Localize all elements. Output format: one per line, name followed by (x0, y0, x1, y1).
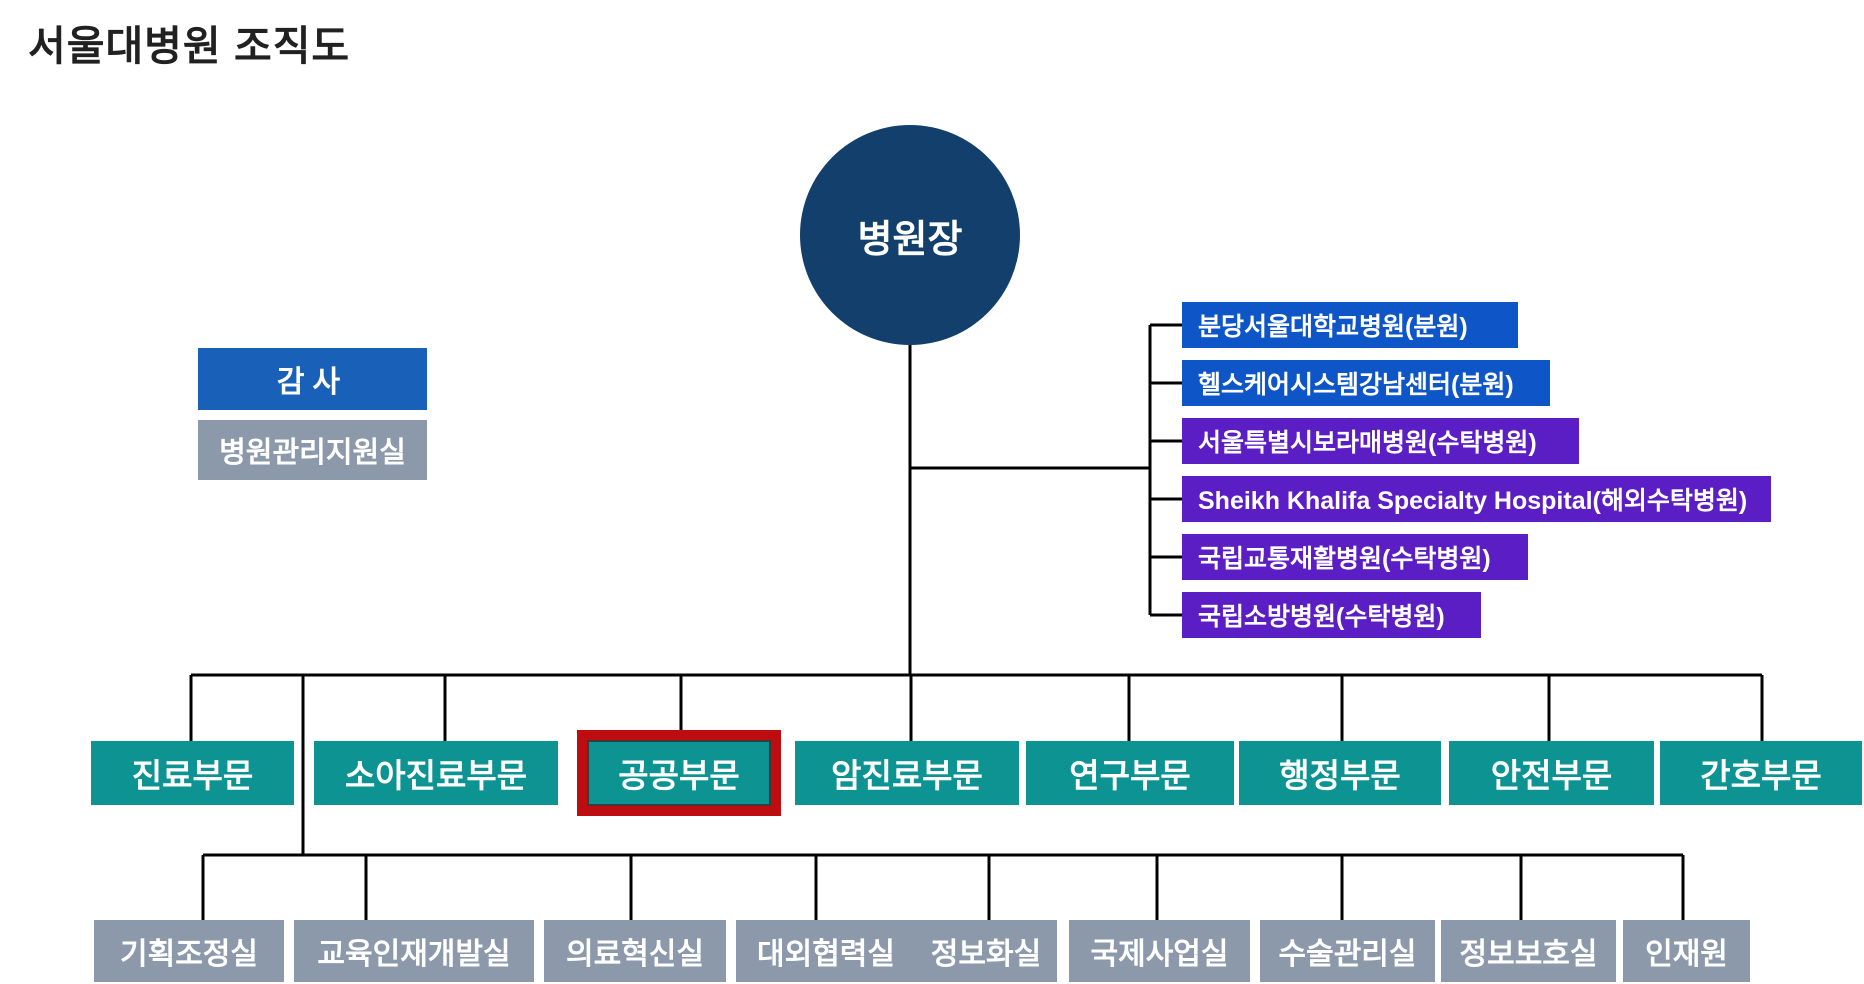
node-office-surgery-management: 수술관리실 (1260, 920, 1435, 982)
node-affiliate-boramae: 서울특별시보라매병원(수탁병원) (1182, 418, 1579, 464)
node-office-international-business: 국제사업실 (1069, 920, 1250, 982)
node-division-public: 공공부문 (587, 740, 771, 806)
node-affiliate-sheikh-khalifa: Sheikh Khalifa Specialty Hospital(해외수탁병원… (1182, 476, 1771, 522)
node-division-administration: 행정부문 (1239, 741, 1441, 805)
node-division-research: 연구부문 (1026, 741, 1234, 805)
node-office-informatization: 정보화실 (915, 920, 1057, 982)
node-office-talent-institute: 인재원 (1623, 920, 1750, 982)
node-affiliate-healthcare-gangnam: 헬스케어시스템강남센터(분원) (1182, 360, 1550, 406)
node-division-medical: 진료부문 (91, 741, 294, 805)
node-office-education-hr: 교육인재개발실 (294, 920, 534, 982)
node-office-planning: 기획조정실 (94, 920, 284, 982)
node-audit: 감사 (198, 348, 427, 410)
node-office-medical-innovation: 의료혁신실 (544, 920, 726, 982)
node-division-pediatric: 소아진료부문 (314, 741, 558, 805)
node-hospital-director: 병원장 (800, 125, 1020, 345)
highlight-red-frame: 공공부문 (577, 730, 781, 816)
node-office-information-security: 정보보호실 (1441, 920, 1616, 982)
node-division-safety: 안전부문 (1449, 741, 1654, 805)
node-division-cancer: 암진료부문 (795, 741, 1019, 805)
node-affiliate-fire-service: 국립소방병원(수탁병원) (1182, 592, 1481, 638)
page-title: 서울대병원 조직도 (28, 23, 351, 69)
node-office-external-cooperation: 대외협력실 (736, 920, 916, 982)
node-division-nursing: 간호부문 (1660, 741, 1862, 805)
node-affiliate-traffic-rehab: 국립교통재활병원(수탁병원) (1182, 534, 1528, 580)
node-hospital-management-support-office: 병원관리지원실 (198, 420, 427, 480)
node-affiliate-bundang: 분당서울대학교병원(분원) (1182, 302, 1518, 348)
